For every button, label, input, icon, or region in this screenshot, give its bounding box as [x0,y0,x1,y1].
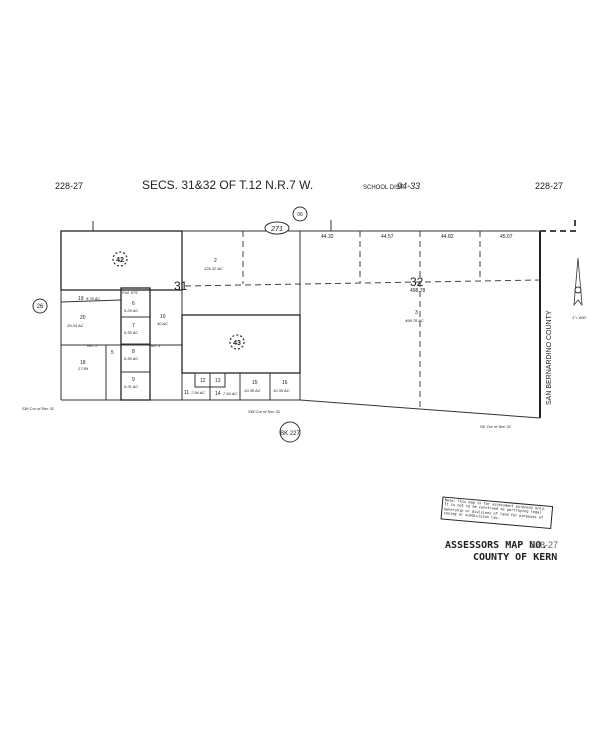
north-arrow-icon [573,257,583,307]
school-district: 94-33 [397,181,420,191]
section-32-label: 32 [410,275,424,289]
school-district-label: SCHOOL DIST. [363,185,405,191]
county-line-label: SAN BERNARDINO COUNTY [546,310,553,405]
map-title: SECS. 31&32 OF T.12 N.R.7 W. [142,178,313,192]
lot-acre: 44.32 [321,234,334,240]
parcel-map-ref: P.M. 675 [122,290,138,295]
parcel-labels: 2 126.32 AC 3 498.78 AC 19 9.78 AC 20 29… [66,258,424,397]
parcel-12: 12 [200,378,206,384]
parcel-10-acres: 40 AC [157,321,168,326]
disclaimer-note: Note: This map is for assessment purpose… [440,496,554,530]
parcel-14-acres: 7.94 AC [223,391,237,396]
map-scale: 1"= 800' [572,315,587,320]
parcel-14: 14 [215,391,221,397]
parcel-7: 7 [132,323,135,329]
parcel-15-acres: 10.38 AC [244,388,261,393]
parcel-9: 9 [132,377,135,383]
road-oval [264,221,290,235]
se-corner-sec-32: SE Cor of Sec 32 [480,424,512,429]
book-ref-bottom: BK 227 [280,431,300,437]
map-number: 228-27 [530,540,558,550]
parcel-13: 13 [215,378,221,384]
parcel-19: 19 [78,296,84,302]
sw-corner-sec-32: SW Cor of Sec 32 [248,409,281,414]
book-ref-top: 06 [297,212,303,218]
parcel-9-acres: 9.31 AC [124,384,138,389]
section-31-label: 31 [174,279,188,293]
parcel-11-acres: 7.94 AC [191,390,205,395]
parcel-6: 6 [132,301,135,307]
lot-acres: 44.32 44.57 44.82 45.07 [321,234,513,240]
no-1-label: NO. 1 [150,343,160,348]
lot-acre: 44.82 [441,234,454,240]
parcel-2-acres: 126.32 AC [204,266,223,271]
section-32-acres: 498.78 [410,288,426,294]
parcel-20: 20 [80,315,86,321]
parcel-19-acres: 9.78 AC [86,296,100,301]
page-number-left: 228-27 [55,181,83,191]
parcel-6-acres: 9.29 AC [124,308,138,313]
county-label: COUNTY OF KERN [473,552,557,563]
map-number-label: ASSESSORS MAP NO. [445,540,547,551]
sw-corner-sec-31: SW Cor of Sec 31 [22,406,54,411]
parcel-16-acres: 10.39 AC [273,388,290,393]
parcel-8-acres: 9.30 AC [124,356,138,361]
adjacent-page-26: 26 [37,304,44,310]
parcel-42: 42 [116,257,124,264]
parcel-3-acres: 498.78 AC [405,318,424,323]
page-number-right: 228-27 [535,181,563,191]
road-number: 271 [270,226,283,233]
lot-acre: 45.07 [500,234,513,240]
parcel-7-acres: 9.30 AC [124,330,138,335]
boundary-lines [60,220,576,419]
parcel-15: 15 [252,380,258,386]
lot-acre: 44.57 [381,234,394,240]
parcel-11: 11 [184,390,189,396]
no-2-label: NO. 2 [87,343,98,348]
parcel-5: 5 [111,350,114,356]
parcel-10: 10 [160,314,166,320]
parcel-20-acres: 29.34 AC [66,323,84,328]
book-ref-circle [292,206,308,222]
parcel-2: 2 [214,258,217,264]
parcel-43: 43 [233,340,241,347]
parcel-8: 8 [132,349,135,355]
parcel-16: 16 [282,380,288,386]
parcel-3: 3 [415,310,418,316]
parcel-18-acres: 27.89 [77,366,89,371]
parcel-18: 18 [80,360,86,366]
